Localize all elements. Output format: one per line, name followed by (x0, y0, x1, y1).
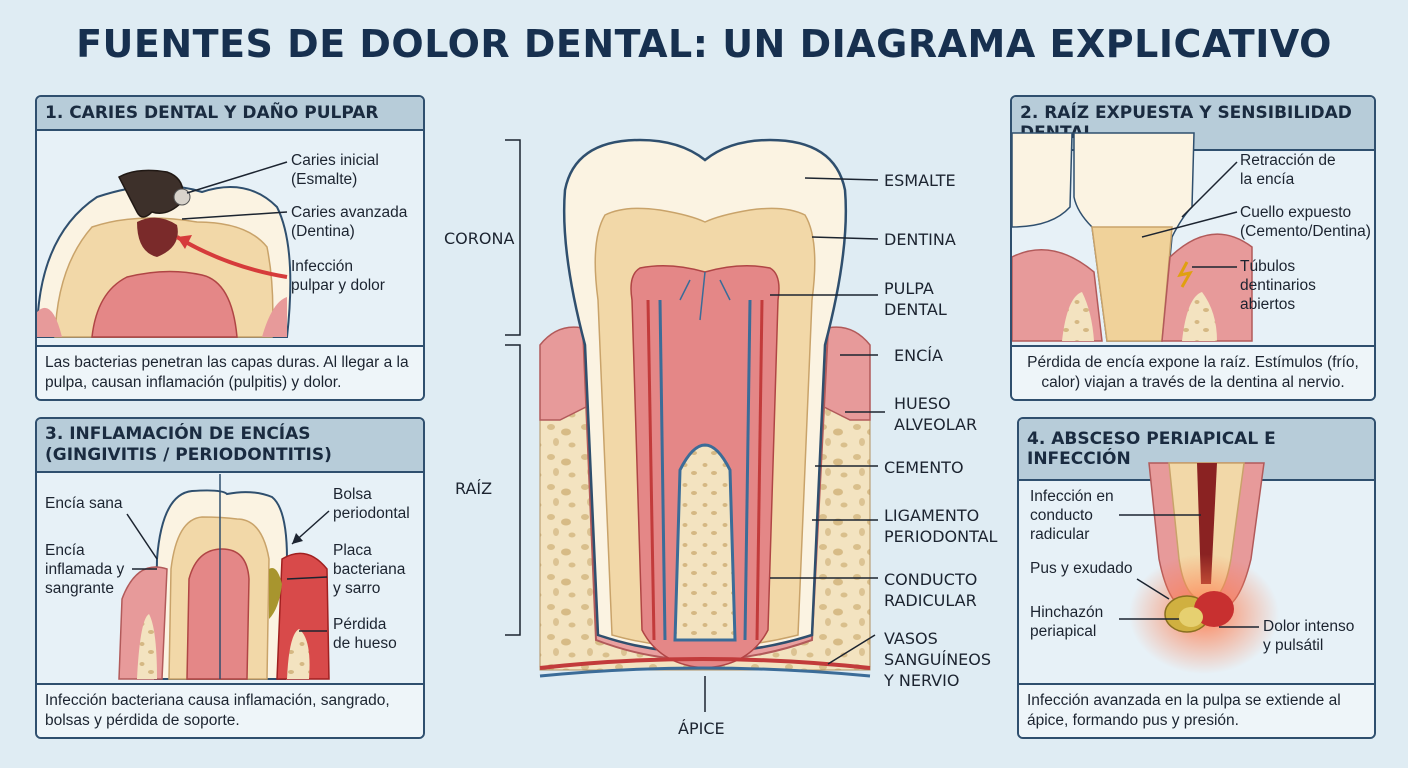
panel-raiz-expuesta: 2. RAÍZ EXPUESTA Y SENSIBILIDAD DENTAL R… (1010, 95, 1376, 401)
panel-encias-header: 3. INFLAMACIÓN DE ENCÍAS (GINGIVITIS / P… (37, 419, 423, 473)
label-hueso: HUESO ALVEOLAR (894, 394, 978, 434)
label-vasos: VASOS SANGUÍNEOS Y NERVIO (884, 629, 992, 690)
label-esmalte: ESMALTE (884, 171, 956, 190)
label-pus: Pus y exudado (1030, 560, 1133, 577)
encias-illustration (118, 474, 330, 680)
label-caries-avanzada: Caries avanzada (Dentina) (291, 204, 408, 240)
label-raiz: RAÍZ (455, 479, 493, 498)
panel-absceso-header: 4. ABSCESO PERIAPICAL E INFECCIÓN (1019, 419, 1374, 481)
label-encia-sana: Encía sana (45, 495, 123, 512)
label-retraccion: Retracción de la encía (1240, 152, 1336, 188)
label-perdida-hueso: Pérdida de hueso (333, 616, 397, 652)
raiz-expuesta-illustration (1012, 132, 1253, 342)
label-encia-inflamada: Encía inflamada y sangrante (45, 542, 125, 597)
label-tubulos: Túbulos dentinarios abiertos (1240, 258, 1316, 313)
caries-illustration (37, 161, 292, 338)
panel-encias: 3. INFLAMACIÓN DE ENCÍAS (GINGIVITIS / P… (35, 417, 425, 739)
absceso-illustration (1119, 462, 1279, 674)
panel-caries: 1. CARIES DENTAL Y DAÑO PULPAR Caries in… (35, 95, 425, 401)
panel-absceso: 4. ABSCESO PERIAPICAL E INFECCIÓN Infecc… (1017, 417, 1376, 739)
label-apice: ÁPICE (678, 719, 725, 738)
page-title: FUENTES DE DOLOR DENTAL: UN DIAGRAMA EXP… (76, 22, 1332, 66)
panel-raiz-expuesta-caption: Pérdida de encía expone la raíz. Estímul… (1012, 345, 1374, 399)
label-caries-inicial: Caries inicial (Esmalte) (291, 152, 379, 188)
label-infeccion-conducto: Infección en conducto radicular (1030, 488, 1114, 543)
label-cemento: CEMENTO (884, 458, 964, 477)
panel-encias-caption: Infección bacteriana causa inflamación, … (37, 683, 423, 737)
label-conducto: CONDUCTO RADICULAR (884, 570, 978, 610)
label-placa: Placa bacteriana y sarro (333, 542, 406, 597)
label-cuello-expuesto: Cuello expuesto (Cemento/Dentina) (1240, 204, 1371, 240)
label-infeccion-pulpar: Infección pulpar y dolor (291, 258, 385, 294)
label-corona: CORONA (444, 229, 515, 248)
panel-absceso-caption: Infección avanzada en la pulpa se extien… (1019, 683, 1374, 737)
panel-caries-caption: Las bacterias penetran las capas duras. … (37, 345, 423, 399)
label-ligamento: LIGAMENTO PERIODONTAL (884, 506, 998, 546)
label-dolor-intenso: Dolor intenso y pulsátil (1263, 618, 1355, 654)
label-bolsa-periodontal: Bolsa periodontal (333, 486, 410, 522)
label-hinchazon: Hinchazón periapical (1030, 604, 1104, 640)
panel-caries-header: 1. CARIES DENTAL Y DAÑO PULPAR (37, 97, 423, 131)
label-dentina: DENTINA (884, 230, 956, 249)
label-pulpa: PULPA DENTAL (884, 279, 947, 319)
label-encia: ENCÍA (894, 346, 943, 365)
